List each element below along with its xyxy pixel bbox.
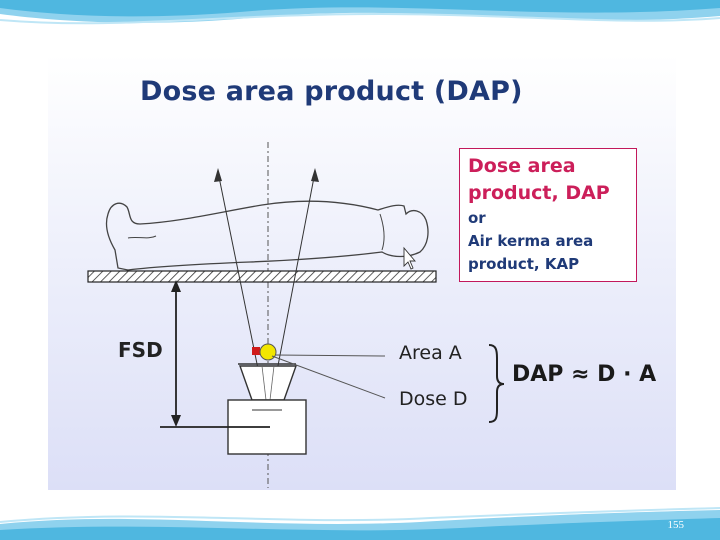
area-pointer — [275, 354, 386, 357]
page-number: 155 — [667, 519, 685, 531]
bottom-wave-decoration — [0, 507, 720, 540]
dose-label: Dose D — [399, 388, 468, 410]
beam-arrow-left — [214, 168, 222, 182]
definition-line-5: product, KAP — [468, 255, 580, 273]
definition-line-2: product, DAP — [468, 182, 610, 204]
dap-chamber — [259, 343, 277, 361]
definition-box: Dose area product, DAP or Air kerma area… — [459, 148, 637, 282]
top-wave-decoration — [0, 0, 720, 25]
slide-title: Dose area product (DAP) — [140, 76, 523, 107]
dose-pointer — [271, 355, 386, 399]
beam-arrow-right — [311, 168, 319, 182]
definition-line-3: or — [468, 209, 486, 227]
patient-outline — [105, 200, 429, 271]
chamber-red-marker — [252, 347, 260, 355]
dap-formula: DAP ≈ D · A — [512, 362, 657, 387]
area-label: Area A — [399, 342, 462, 364]
fsd-label: FSD — [118, 338, 163, 362]
definition-line-1: Dose area — [468, 155, 576, 177]
collimator-body — [239, 365, 297, 401]
patient-table — [87, 270, 437, 283]
brace — [488, 344, 505, 423]
cursor-icon — [403, 246, 416, 270]
definition-line-4: Air kerma area — [468, 232, 594, 250]
